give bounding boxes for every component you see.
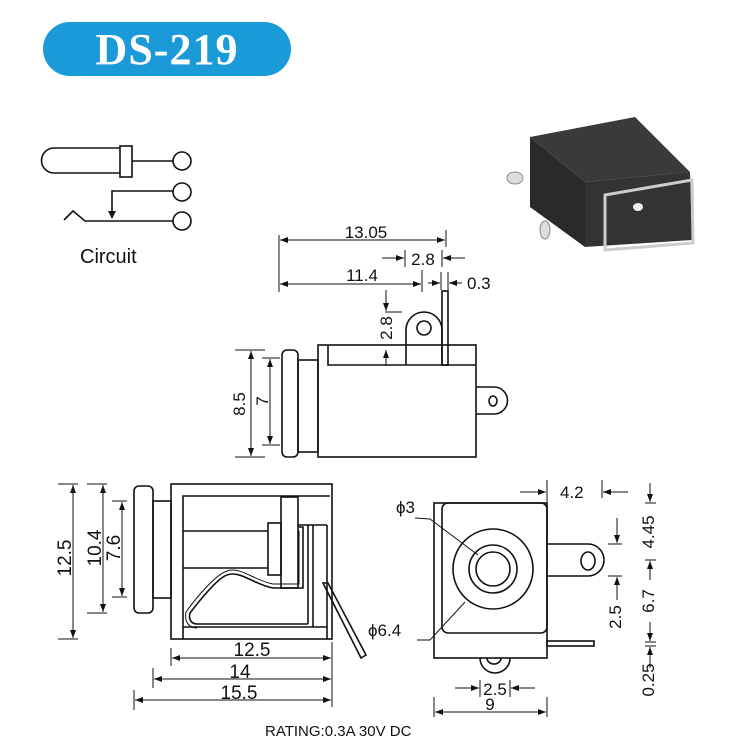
dim-overall-length: 13.05 — [345, 223, 388, 242]
dim-pin-thickness: 0.3 — [467, 274, 491, 293]
dim-height-collar: 10.4 — [85, 529, 106, 566]
dim-pin: 0.25 — [639, 663, 658, 696]
dim-height-inner: 7 — [253, 396, 272, 405]
side-view-drawing: 12.5 10.4 7.6 12.5 14 15.5 — [55, 483, 368, 710]
product-photo — [506, 117, 695, 252]
model-title-badge: DS-219 — [43, 22, 291, 76]
dim-height-neck: 7.6 — [104, 535, 125, 561]
top-view-drawing: 13.05 2.8 11.4 0.3 2.8 8.5 7 — [230, 223, 509, 458]
rating-text: RATING:0.3A 30V DC — [265, 723, 412, 740]
dim-hole-diameter: ϕ3 — [396, 498, 415, 517]
dim-tab: 2.5 — [606, 605, 625, 629]
dim-ring-diameter: ϕ6.4 — [368, 621, 401, 640]
dim-top: 4.45 — [639, 515, 658, 548]
dim-width: 9 — [485, 695, 494, 714]
dim-pin-spacing: 2.5 — [483, 680, 507, 699]
front-view-drawing: ϕ3 ϕ6.4 4.2 4.45 6.7 0.25 2.5 2.5 9 — [368, 480, 658, 717]
dim-height-outer: 8.5 — [230, 392, 249, 416]
dim-body-length: 11.4 — [346, 266, 378, 285]
circuit-symbol: Circuit — [40, 145, 192, 268]
dim-length-with-neck: 14 — [229, 662, 251, 683]
dim-height-total: 12.5 — [55, 540, 76, 577]
dim-length-body: 12.5 — [234, 640, 271, 661]
model-title: DS-219 — [95, 24, 239, 74]
dim-tab-offset: 4.2 — [560, 483, 584, 502]
dim-tab-height: 2.8 — [377, 316, 396, 340]
dim-length-total: 15.5 — [221, 683, 258, 704]
dim-tab-width: 2.8 — [411, 250, 435, 269]
dim-bottom: 6.7 — [639, 589, 658, 613]
circuit-label: Circuit — [80, 246, 137, 268]
